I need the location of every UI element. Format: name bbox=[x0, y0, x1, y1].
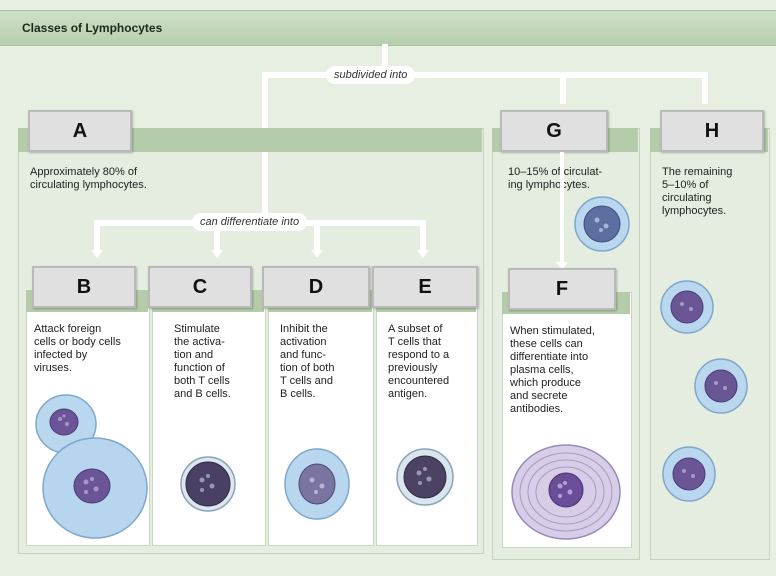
title-bar: Classes of Lymphocytes bbox=[0, 10, 776, 46]
description-a: Approximately 80% of circulating lymphoc… bbox=[30, 166, 147, 191]
connector-to-b bbox=[94, 220, 100, 250]
connector-top-bar bbox=[262, 72, 708, 78]
label-a: A bbox=[28, 110, 132, 152]
label-c: C bbox=[148, 266, 252, 308]
connector-trunk bbox=[382, 44, 388, 78]
lymphocyte-d-icon bbox=[284, 448, 350, 520]
arrow-to-c bbox=[211, 250, 223, 258]
description-c: Stimulate the activa- tion and function … bbox=[174, 323, 231, 400]
lymphocyte-h-1-icon bbox=[660, 280, 714, 334]
connector-to-h bbox=[702, 72, 708, 104]
arrow-to-f bbox=[556, 262, 568, 270]
lymphocyte-g-icon bbox=[574, 196, 630, 252]
connector-to-a bbox=[262, 72, 268, 128]
arrow-to-b bbox=[91, 250, 103, 258]
plasma-cell-icon bbox=[511, 444, 621, 540]
connector-g-to-f bbox=[560, 152, 564, 262]
connector-to-c bbox=[214, 220, 220, 250]
subdivided-into-label: subdivided into bbox=[326, 66, 416, 84]
label-g: G bbox=[500, 110, 608, 152]
description-f: When stimulated, these cells can differe… bbox=[510, 325, 595, 415]
description-e: A subset of T cells that respond to a pr… bbox=[388, 323, 450, 400]
description-g: 10–15% of circulat- ing lymphocytes. bbox=[508, 166, 603, 191]
label-e: E bbox=[372, 266, 478, 308]
description-h: The remaining 5–10% of circulating lymph… bbox=[662, 166, 733, 217]
connector-to-e bbox=[420, 220, 426, 250]
lymphocyte-h-3-icon bbox=[662, 446, 716, 502]
diagram-title: Classes of Lymphocytes bbox=[22, 21, 163, 35]
label-d: D bbox=[262, 266, 370, 308]
can-differentiate-into-label: can differentiate into bbox=[192, 213, 308, 231]
connector-a-stem bbox=[262, 152, 268, 222]
description-d: Inhibit the activation and func- tion of… bbox=[280, 323, 335, 400]
lymphocyte-c-icon bbox=[180, 456, 236, 512]
lymphocyte-b-large-icon bbox=[42, 437, 148, 539]
label-b: B bbox=[32, 266, 136, 308]
label-h: H bbox=[660, 110, 764, 152]
arrow-to-e bbox=[417, 250, 429, 258]
connector-to-d bbox=[314, 220, 320, 250]
lymphocyte-b-small-icon bbox=[35, 394, 97, 454]
lymphocyte-e-icon bbox=[396, 448, 454, 506]
label-f: F bbox=[508, 268, 616, 310]
lymphocyte-h-2-icon bbox=[694, 358, 748, 414]
connector-to-g bbox=[560, 72, 566, 104]
arrow-to-d bbox=[311, 250, 323, 258]
description-b: Attack foreign cells or body cells infec… bbox=[34, 323, 121, 374]
